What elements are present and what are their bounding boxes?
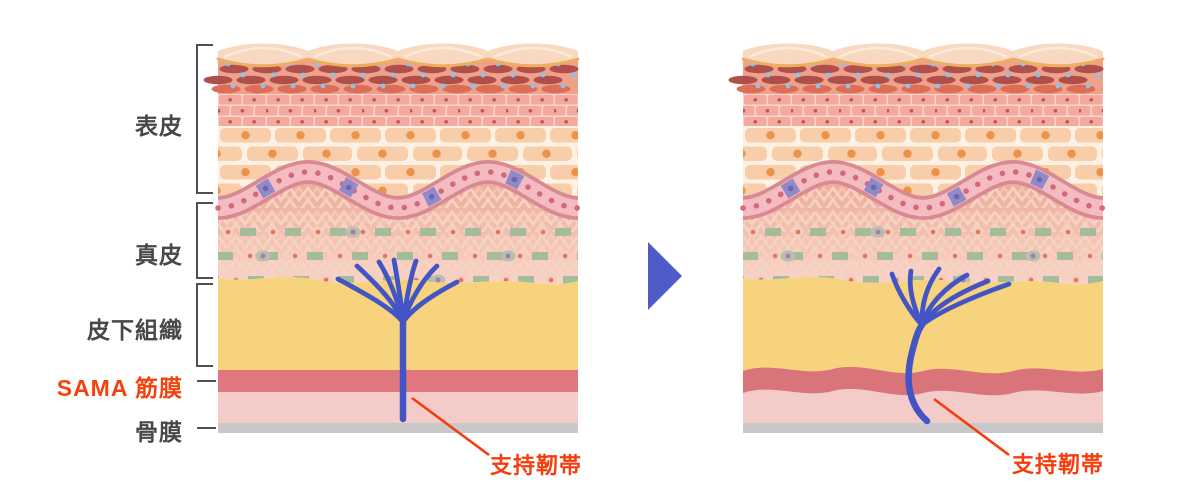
bracket-epidermis (196, 44, 213, 194)
label-retaining-ligament-after: 支持靭帯 (1012, 452, 1105, 477)
retaining-ligament-before (335, 257, 460, 423)
annotation-line-before (411, 396, 490, 457)
smas-band-after (743, 366, 1103, 396)
skin-panel-after (729, 44, 1104, 433)
label-periosteum: 骨膜 (135, 419, 183, 445)
skin-panel-before (204, 44, 579, 433)
annotation-line-after (933, 397, 1010, 457)
label-epidermis: 表皮 (135, 113, 183, 139)
label-smas-fascia: SAMA 筋膜 (56, 375, 183, 401)
label-subcutaneous: 皮下組織 (87, 317, 183, 343)
label-retaining-ligament-before: 支持靭帯 (490, 453, 583, 478)
bracket-subcutaneous (196, 283, 213, 367)
bracket-dermis (196, 202, 213, 279)
periosteum-band-before (218, 423, 578, 433)
retaining-ligament-after (889, 266, 1012, 425)
smas-band-before (218, 370, 578, 392)
label-dermis: 真皮 (135, 242, 183, 268)
periosteum-band-after (743, 423, 1103, 433)
arrow-right-icon (648, 242, 682, 310)
